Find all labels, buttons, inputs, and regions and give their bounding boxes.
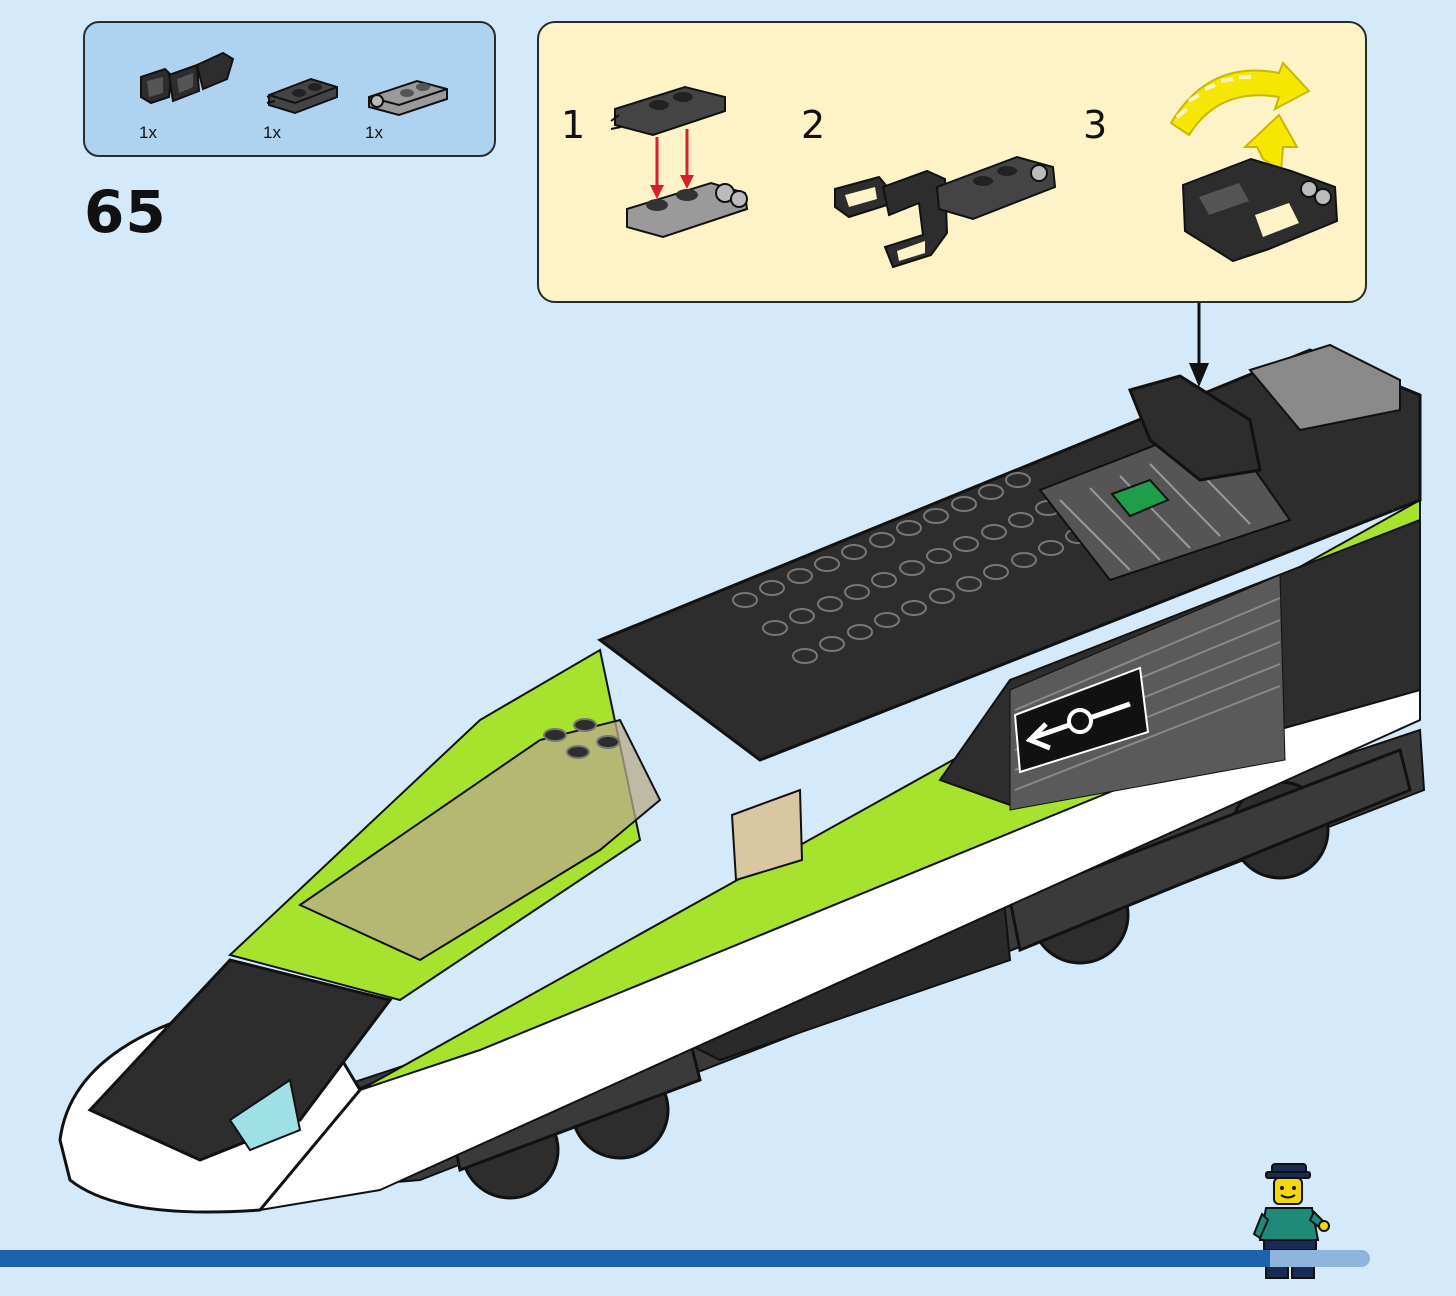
substep-3-illustration (1169, 61, 1339, 263)
substep-2-number: 2 (801, 103, 826, 147)
double-arrow-logo-icon (1013, 666, 1150, 774)
substep-2-illustration (834, 155, 1057, 269)
pantograph (1127, 374, 1262, 482)
train-nose-black (87, 958, 393, 1162)
substep-callout-box: 1 2 3 (537, 21, 1367, 303)
page-bottom-bar (0, 1250, 1270, 1267)
train-model-illustration (58, 343, 1426, 1214)
plate-with-clip-part-icon (266, 77, 338, 115)
parts-list-box: 1x 1x 1x (83, 21, 496, 157)
substep-1-illustration (610, 85, 749, 239)
substep-3-number: 3 (1083, 103, 1108, 147)
callout-pointer-arrow (1189, 303, 1209, 387)
part-qty-1: 1x (139, 123, 157, 142)
part-qty-3: 1x (365, 123, 383, 142)
part-qty-2: 1x (263, 123, 281, 142)
hinge-plate-part-icon (368, 79, 448, 117)
green-roof-tile (1110, 478, 1170, 518)
step-number: 65 (84, 178, 167, 246)
hinge-bar-part-icon (140, 51, 235, 105)
page-bottom-bar-end (1270, 1250, 1370, 1267)
substep-1-number: 1 (561, 103, 586, 147)
cockpit-windshield (297, 718, 662, 962)
rear-bogie (1008, 747, 1412, 965)
